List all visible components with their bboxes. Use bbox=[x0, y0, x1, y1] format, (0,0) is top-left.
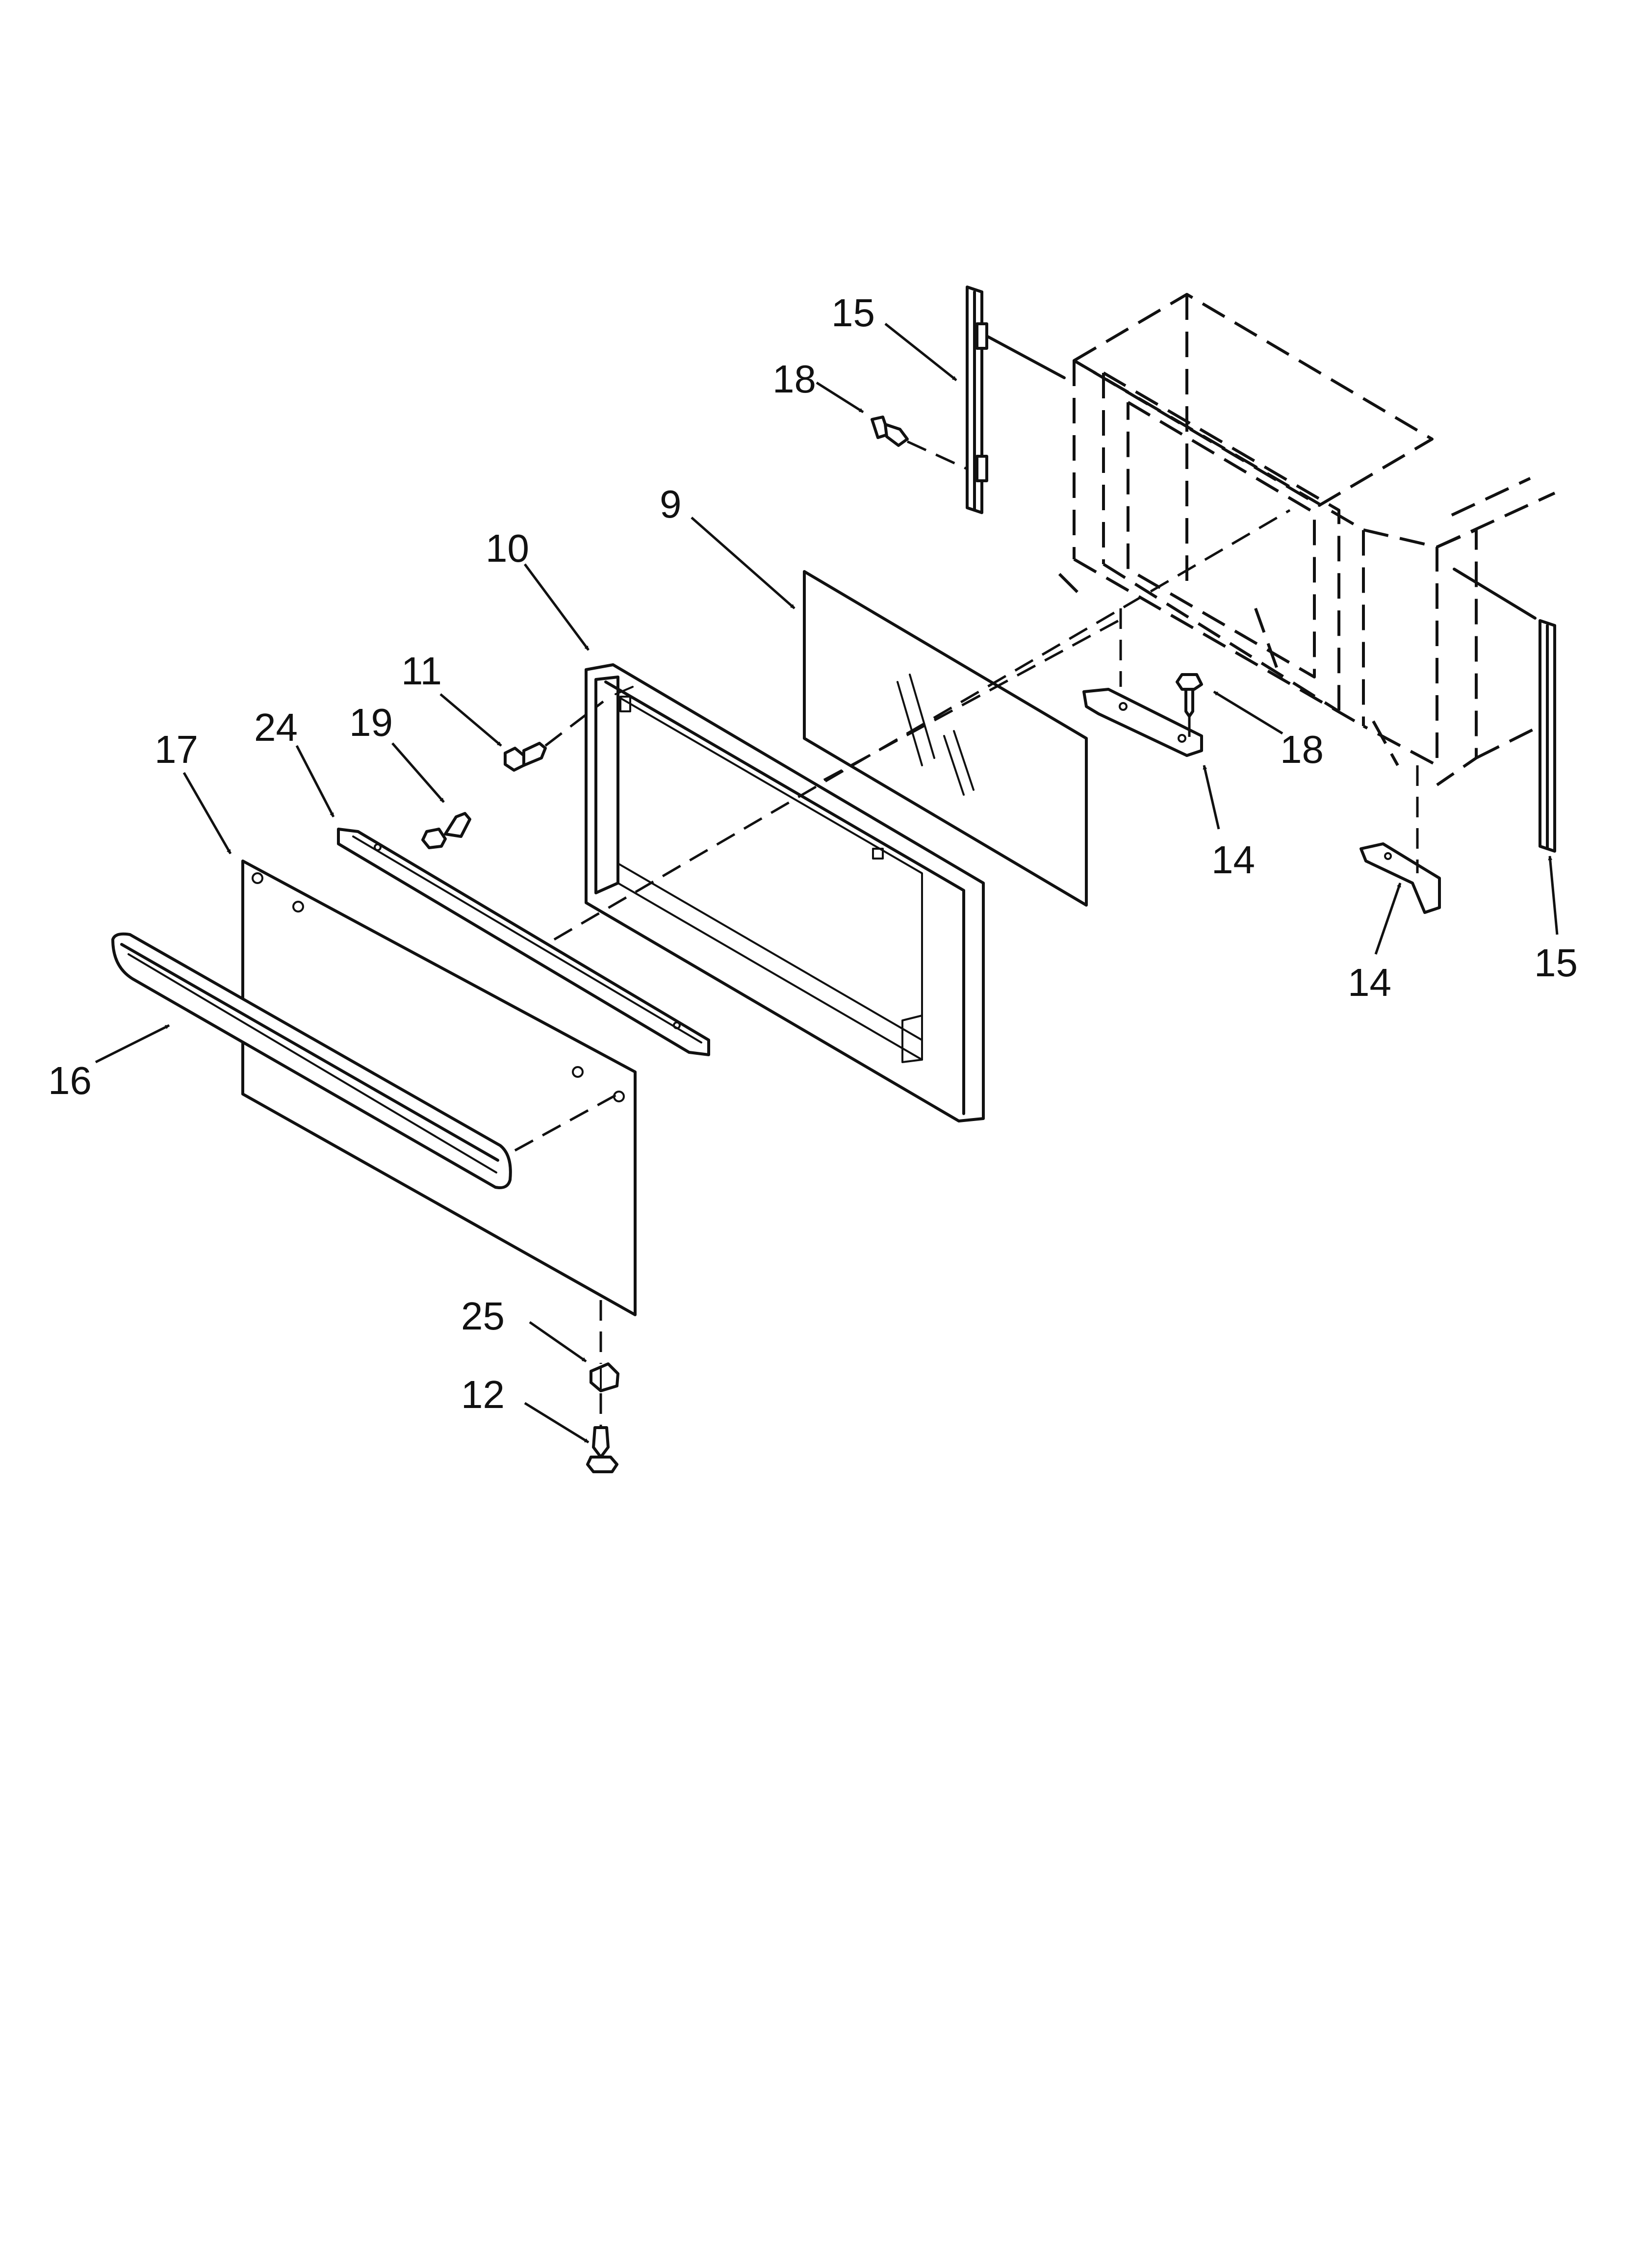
callout-14-lower: 14 bbox=[1348, 961, 1391, 1004]
callout-25: 25 bbox=[461, 1294, 505, 1338]
callout-labels: 15 18 9 10 11 19 24 17 16 18 14 14 15 25… bbox=[48, 291, 1578, 1416]
door-frame bbox=[585, 663, 985, 1122]
alignment-lines bbox=[514, 509, 1291, 1152]
door-hinge-upper bbox=[1082, 608, 1203, 757]
callout-9: 9 bbox=[660, 482, 682, 526]
leader-arrows bbox=[95, 323, 1559, 1444]
callout-17: 17 bbox=[154, 728, 198, 771]
callout-18-right: 18 bbox=[1280, 728, 1324, 771]
callout-12: 12 bbox=[461, 1373, 505, 1416]
callout-14-upper: 14 bbox=[1211, 838, 1255, 882]
door-hinge-lower bbox=[1360, 765, 1441, 914]
callout-15-top: 15 bbox=[831, 291, 875, 335]
door-handle bbox=[111, 932, 512, 1189]
door-top-trim bbox=[337, 828, 710, 1056]
callout-10: 10 bbox=[486, 526, 529, 570]
screw-11 bbox=[504, 701, 604, 772]
callout-24: 24 bbox=[254, 705, 298, 749]
callout-19: 19 bbox=[349, 701, 393, 744]
screw-12 bbox=[586, 1300, 618, 1473]
outer-door-panel bbox=[241, 860, 637, 1316]
screw-18-upper bbox=[871, 416, 967, 470]
screw-19 bbox=[421, 812, 471, 849]
screw-18-lower bbox=[1176, 673, 1203, 746]
callout-11: 11 bbox=[401, 649, 442, 693]
clip-25 bbox=[590, 1362, 619, 1392]
callout-16: 16 bbox=[48, 1059, 92, 1102]
oven-cavity-phantom bbox=[1058, 293, 1556, 786]
callout-18-top: 18 bbox=[772, 357, 816, 401]
vent-trim-left bbox=[966, 286, 1066, 514]
callout-15-right: 15 bbox=[1534, 941, 1578, 985]
vent-trim-right bbox=[1453, 568, 1556, 853]
